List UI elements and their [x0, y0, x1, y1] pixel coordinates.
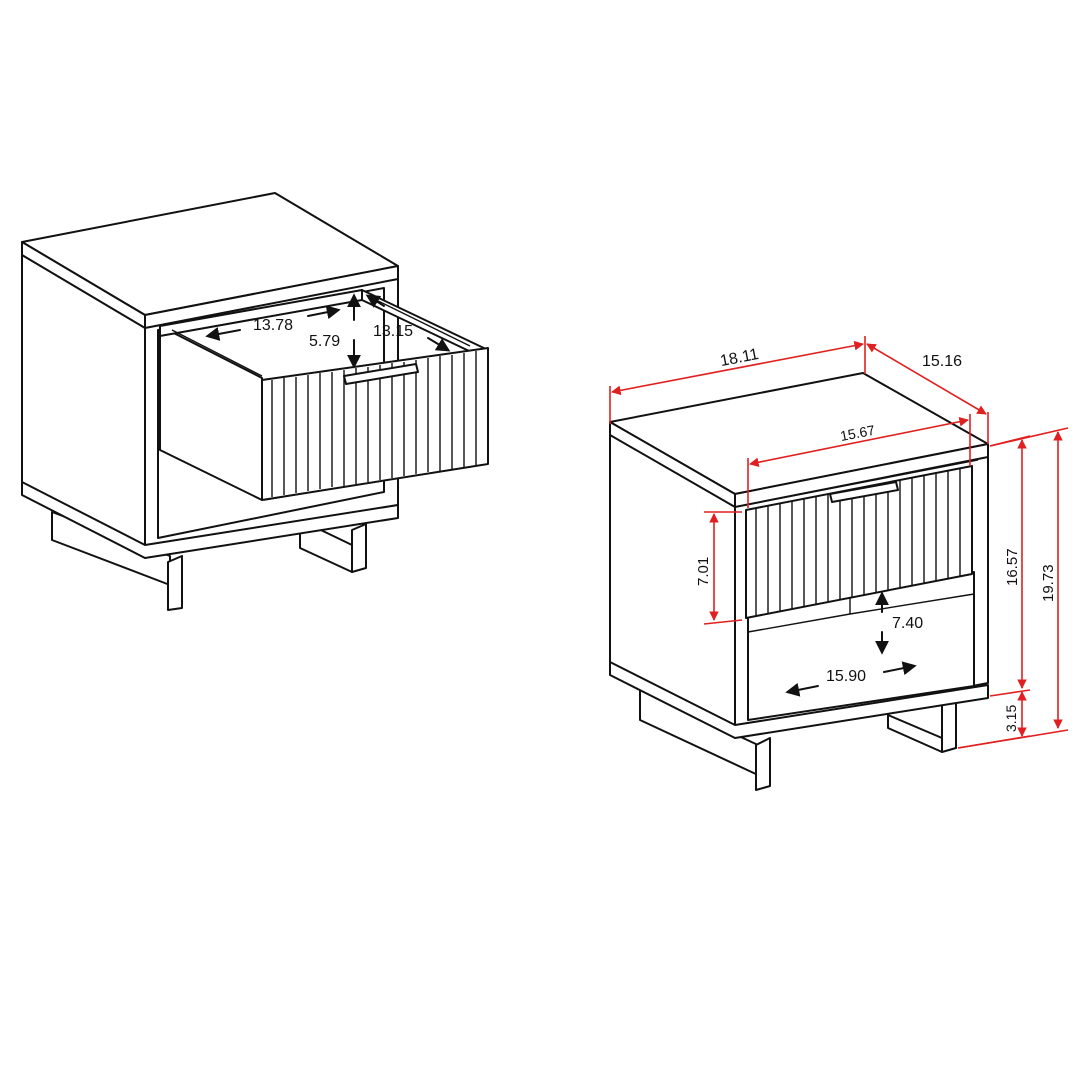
body-height-label: 16.57 [1004, 548, 1021, 586]
shelf-dimension-arrows [785, 591, 917, 697]
drawer-height-label: 5.79 [309, 333, 340, 350]
left-bottom-board [21, 481, 399, 559]
front-drawer-handle [829, 481, 899, 503]
front-view: 7.40 15.90 [609, 336, 1069, 791]
drawer-front-panel [261, 347, 489, 501]
drawer-handle [343, 363, 419, 385]
shelf-width-label: 15.90 [826, 668, 866, 685]
leg-height-label: 3.15 [1003, 705, 1019, 732]
open-view-dimension-arrows [205, 293, 451, 369]
right-bottom-board [609, 661, 989, 739]
overall-depth-label: 15.16 [922, 353, 962, 370]
drawer-front-height-label: 7.01 [695, 557, 712, 586]
red-dimension-lines [609, 336, 1069, 749]
drawer-front-width-label: 15.67 [839, 422, 877, 444]
overall-width-label: 18.11 [719, 346, 760, 370]
drawer-width-label: 13.78 [253, 317, 293, 334]
open-drawer-view: 13.78 5.79 13.15 [21, 192, 489, 611]
drawer-depth-label: 13.15 [373, 323, 413, 340]
shelf-height-label: 7.40 [892, 615, 923, 632]
drawer-front-grooves [271, 351, 477, 497]
overall-height-label: 19.73 [1040, 564, 1057, 602]
front-drawer-panel [745, 465, 973, 619]
left-legs [51, 511, 367, 611]
front-drawer-grooves [755, 469, 961, 616]
